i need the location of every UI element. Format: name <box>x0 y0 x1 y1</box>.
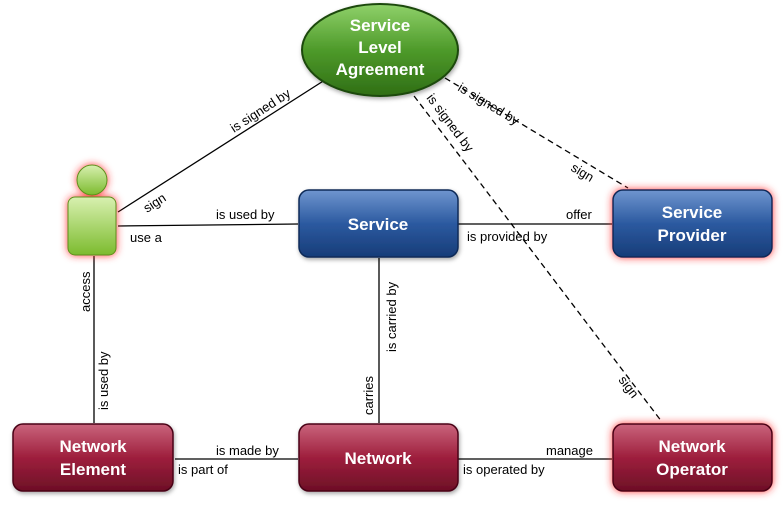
user-icon[interactable] <box>67 164 117 256</box>
edge-label-carries: carries <box>361 375 376 415</box>
node-service[interactable]: Service <box>298 189 459 258</box>
edge-label-sign-provider: sign <box>568 160 596 185</box>
network-element-label-line1: Network <box>59 437 127 456</box>
edge-label-is-carried-by: is carried by <box>384 281 399 352</box>
edge-label-use-a: use a <box>130 230 163 245</box>
edge-label-is-operated-by: is operated by <box>463 462 545 477</box>
edge-label-is-part-of: is part of <box>178 462 228 477</box>
node-network-element[interactable]: Network Element <box>12 423 174 492</box>
edge-label-access: access <box>78 271 93 312</box>
sla-label-line3: Agreement <box>336 60 425 79</box>
node-service-provider[interactable]: Service Provider <box>612 189 773 258</box>
edge-label-is-signed-by-user: is signed by <box>227 85 293 135</box>
edge-label-is-signed-by-provider: is signed by <box>455 80 522 128</box>
edge-sla-provider <box>444 77 629 189</box>
network-operator-label-line1: Network <box>658 437 726 456</box>
edge-label-offer: offer <box>566 207 592 222</box>
service-provider-label-line2: Provider <box>658 226 727 245</box>
service-label: Service <box>348 215 409 234</box>
edge-label-is-provided-by: is provided by <box>467 229 548 244</box>
edge-label-sign-user: sign <box>140 190 168 216</box>
sla-label-line1: Service <box>350 16 411 35</box>
edge-user-sla <box>117 77 329 213</box>
node-network[interactable]: Network <box>298 423 459 492</box>
network-operator-label-line2: Operator <box>656 460 728 479</box>
edges <box>93 77 663 460</box>
sla-label-line2: Level <box>358 38 401 57</box>
edge-label-is-used-by-service: is used by <box>216 207 275 222</box>
node-service-level-agreement[interactable]: Service Level Agreement <box>301 3 459 97</box>
edge-label-is-used-by-element: is used by <box>96 351 111 410</box>
edge-label-sign-operator: sign <box>616 373 642 401</box>
service-provider-label-line1: Service <box>662 203 723 222</box>
edge-label-manage: manage <box>546 443 593 458</box>
node-network-operator[interactable]: Network Operator <box>612 423 773 492</box>
network-element-label-line2: Element <box>60 460 126 479</box>
edge-user-service <box>117 223 299 227</box>
edge-labels: sign is signed by use a is used by acces… <box>78 80 642 477</box>
network-label: Network <box>344 449 412 468</box>
edge-label-is-made-by: is made by <box>216 443 279 458</box>
